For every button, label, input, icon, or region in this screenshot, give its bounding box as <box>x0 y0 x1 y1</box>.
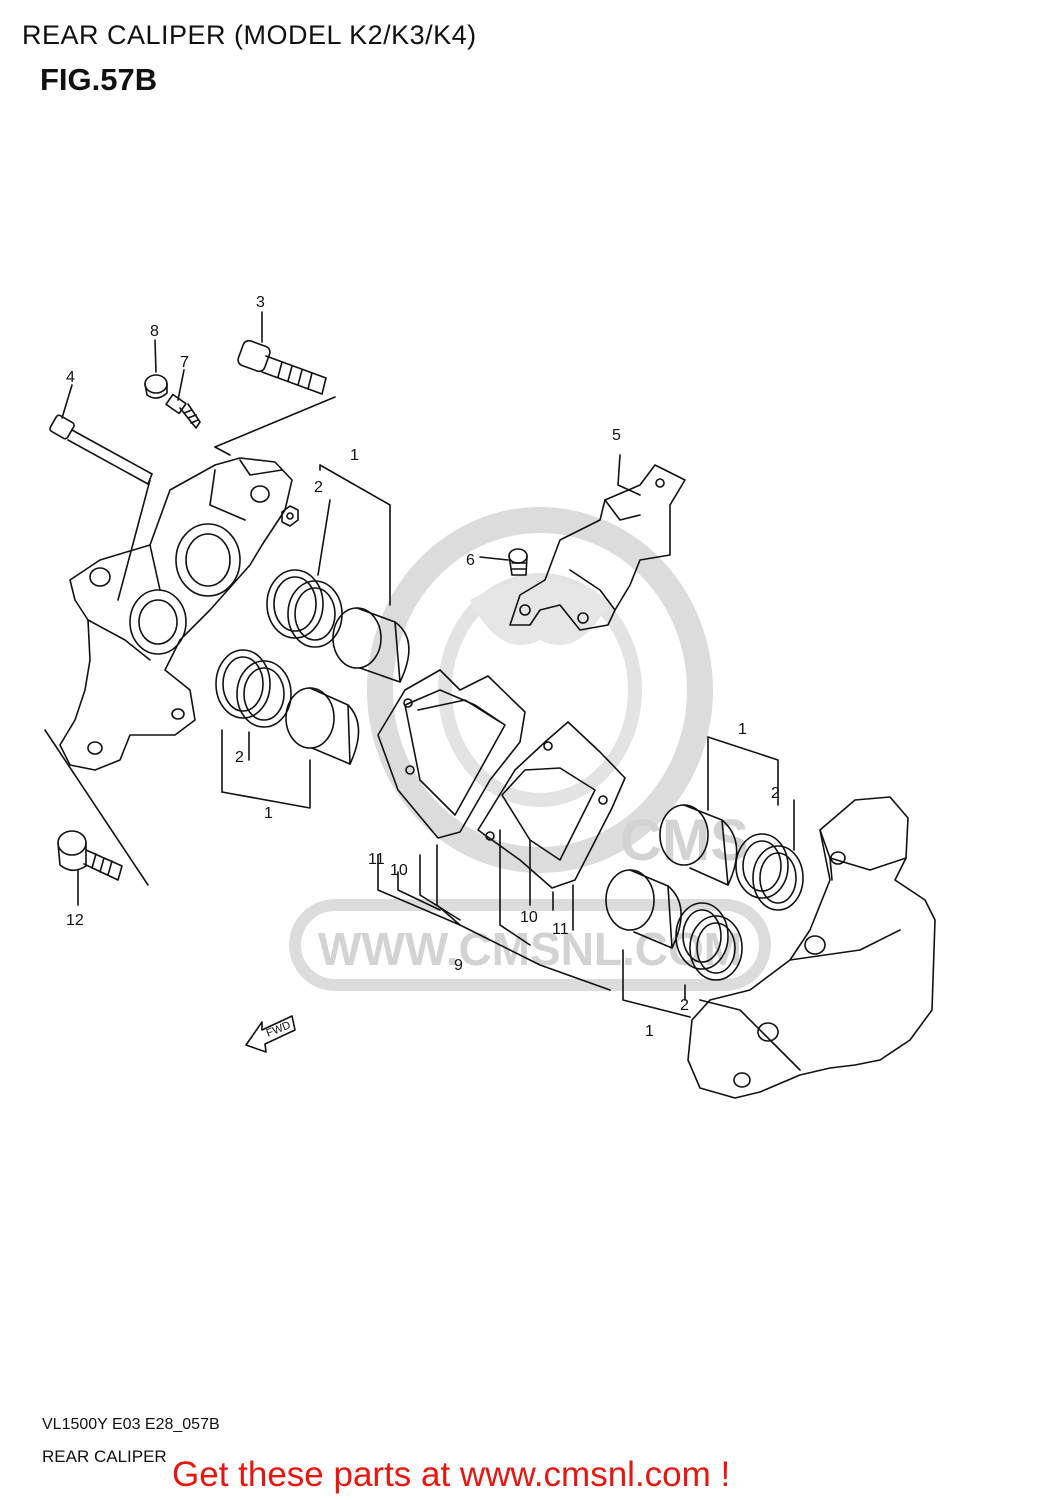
brake-pad-left <box>377 669 526 839</box>
pin-bolt-4 <box>49 414 153 485</box>
page-title: REAR CALIPER (MODEL K2/K3/K4) <box>22 20 477 50</box>
caliper-body-left <box>59 457 293 771</box>
callout-11-right: 11 <box>552 921 569 938</box>
caliper-body-right <box>687 796 936 1099</box>
callout-4: 4 <box>66 369 75 386</box>
callout-9: 9 <box>454 957 463 974</box>
callout-5: 5 <box>612 427 621 444</box>
parts-link-banner[interactable]: Get these parts at www.cmsnl.com ! <box>172 1455 731 1494</box>
piston-lower-right <box>605 869 682 949</box>
piston-lower-left <box>285 687 360 765</box>
piston-seal-set-upper-left <box>266 569 343 648</box>
pad-spring-bracket-5 <box>509 464 686 631</box>
piston-seal-set-lower-right <box>675 902 743 981</box>
callout-6: 6 <box>466 552 475 569</box>
callout-10-left: 10 <box>390 862 408 879</box>
callout-12: 12 <box>66 912 84 929</box>
nut <box>281 505 299 527</box>
piston-seal-set-upper-right <box>735 833 804 911</box>
callout-2-upper-right: 2 <box>771 785 780 802</box>
callout-3: 3 <box>256 294 265 311</box>
piston-upper-right <box>659 804 738 886</box>
bleeder-cap-8 <box>144 374 168 399</box>
caliper-bolt-3 <box>237 339 327 395</box>
callout-2-lower-right: 2 <box>680 997 689 1014</box>
watermark-logo: CMS <box>620 808 749 873</box>
figure-number: FIG.57B <box>40 62 158 97</box>
callout-1-lower-right: 1 <box>645 1023 654 1040</box>
callout-7: 7 <box>180 354 189 371</box>
callout-1-upper-left: 1 <box>350 447 359 464</box>
callout-1-lower-left: 1 <box>264 805 273 822</box>
diagram-code: VL1500Y E03 E28_057B <box>42 1416 220 1433</box>
callout-1-upper-right: 1 <box>738 721 747 738</box>
cmsnl-watermark: CMS WWW.CMSNL.COM <box>289 507 771 991</box>
callout-11-left: 11 <box>368 851 385 868</box>
piston-seal-set-lower-left <box>215 649 292 728</box>
callout-numbers: 3 8 7 4 1 2 5 6 2 1 11 10 10 11 9 1 2 2 … <box>66 294 780 1040</box>
piston-upper-left <box>332 607 410 683</box>
callout-8: 8 <box>150 323 159 340</box>
forward-direction-arrow: FWD <box>245 1015 296 1053</box>
bleeder-valve-7 <box>165 393 201 429</box>
callout-10-right: 10 <box>520 909 538 926</box>
callout-2-upper-left: 2 <box>314 479 323 496</box>
callout-2-lower-left: 2 <box>235 749 244 766</box>
diagram-name: REAR CALIPER <box>42 1447 167 1466</box>
mounting-bolt-12 <box>57 830 123 881</box>
bracket-screw-6 <box>508 548 528 576</box>
